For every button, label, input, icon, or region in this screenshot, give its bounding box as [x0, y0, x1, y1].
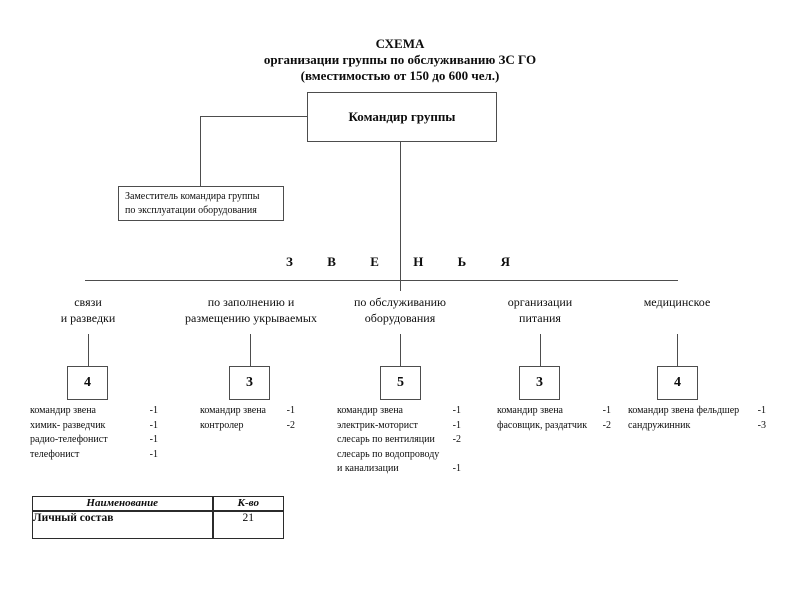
branch-label-medicinskoe: медицинское [643, 295, 711, 309]
personnel-row: химик- разведчик -1 [30, 419, 158, 434]
personnel-row: электрик-моторист -1 [337, 419, 461, 434]
personnel-role: и канализации [337, 463, 399, 474]
personnel-role: слесарь по вентиляции [337, 434, 435, 445]
personnel-qty: -1 [149, 434, 158, 445]
title-line-1: СХЕМА [375, 36, 425, 51]
branch-label-obsluzhivanie: по обслуживанию оборудования [353, 295, 447, 325]
personnel-role: фасовщик, раздатчик [497, 419, 588, 431]
personnel-role: радио-телефонист [30, 434, 108, 445]
personnel-qty: -2 [286, 419, 295, 431]
personnel-list-zapolnenie: командир звена -1 контролер -2 [200, 404, 295, 433]
branch-connector-line [540, 334, 541, 366]
personnel-role: слесарь по водопроводу [337, 448, 440, 460]
deputy-box: Заместитель командира группы по эксплуат… [118, 186, 284, 221]
personnel-row: контролер -2 [200, 419, 295, 434]
unit-count-value: 3 [246, 375, 253, 390]
table-cell-qty: 21 [211, 510, 284, 539]
unit-count-box-medicinskoe: 4 [657, 366, 698, 400]
personnel-list-pitanie: командир звена -1 фасовщик, раздатчик -2 [497, 404, 611, 433]
deputy-label-line-2: по эксплуатации оборудования [125, 204, 257, 216]
personnel-role: телефонист [30, 448, 80, 460]
personnel-qty: -1 [452, 463, 461, 474]
table-cell-name: Личный состав [32, 510, 213, 539]
table-header-row: Наименование К-во [32, 496, 284, 512]
zvenya-letter: Ь [457, 254, 467, 269]
unit-count-box-svyazi: 4 [67, 366, 108, 400]
unit-count-box-zapolnenie: 3 [229, 366, 270, 400]
unit-count-value: 4 [674, 375, 681, 390]
connector-commander-deputy-v [200, 117, 201, 186]
personnel-row: командир звена -1 [337, 404, 461, 419]
personnel-qty: -1 [757, 405, 766, 416]
branch-label-zapolnenie: по заполнению и размещению укрываемых [185, 295, 317, 325]
zvenya-letter: В [327, 254, 336, 269]
branches-divider-line [85, 280, 678, 281]
personnel-row: слесарь по водопроводу [337, 448, 461, 463]
personnel-row: командир звена -1 [200, 404, 295, 419]
personnel-list-obsluzhivanie: командир звена -1 электрик-моторист -1 с… [337, 404, 461, 477]
personnel-summary-table: Наименование К-во Личный состав 21 [32, 496, 284, 539]
personnel-role: командир звена [497, 405, 563, 416]
personnel-qty: -3 [757, 419, 766, 431]
unit-count-box-obsluzhivanie: 5 [380, 366, 421, 400]
table-header-qty: К-во [211, 496, 284, 512]
page-title: СХЕМА организации группы по обслуживанию… [0, 36, 800, 84]
personnel-role: контролер [200, 419, 244, 431]
trunk-connector-line [400, 142, 401, 291]
personnel-qty: -1 [149, 419, 158, 431]
zvenya-letter: Я [500, 254, 510, 269]
personnel-role: электрик-моторист [337, 419, 418, 431]
table-header-name: Наименование [32, 496, 213, 512]
branch-connector-line [400, 334, 401, 366]
personnel-row: сандружинник -3 [628, 419, 766, 434]
personnel-list-medicinskoe: командир звена фельдшер -1 сандружинник … [628, 404, 766, 433]
personnel-row: слесарь по вентиляции -2 [337, 433, 461, 448]
title-line-3: (вместимостью от 150 до 600 чел.) [300, 68, 500, 83]
branch-connector-line [250, 334, 251, 366]
connector-commander-deputy-h [200, 116, 308, 117]
zvenya-letter: Н [413, 254, 424, 269]
unit-count-value: 5 [397, 375, 404, 390]
branch-connector-line [677, 334, 678, 366]
personnel-row: радио-телефонист -1 [30, 433, 158, 448]
personnel-row: командир звена -1 [30, 404, 158, 419]
personnel-role: химик- разведчик [30, 419, 106, 431]
unit-count-box-pitanie: 3 [519, 366, 560, 400]
branch-label-pitanie: организации питания [507, 295, 573, 325]
personnel-row: командир звена -1 [497, 404, 611, 419]
personnel-qty: -1 [149, 405, 158, 416]
personnel-row: и канализации -1 [337, 462, 461, 477]
personnel-role: командир звена фельдшер [628, 405, 740, 416]
personnel-qty: -2 [602, 419, 611, 431]
personnel-row: телефонист -1 [30, 448, 158, 463]
unit-count-value: 4 [84, 375, 91, 390]
personnel-role: сандружинник [628, 419, 691, 431]
personnel-qty: -1 [149, 448, 158, 460]
personnel-qty: -1 [602, 405, 611, 416]
personnel-qty: -1 [452, 419, 461, 431]
personnel-qty: -1 [452, 405, 461, 416]
personnel-role: командир звена [337, 405, 403, 416]
personnel-qty: -2 [452, 434, 461, 445]
branch-label-svyazi: связи и разведки [60, 295, 116, 325]
personnel-list-svyazi: командир звена -1 химик- разведчик -1 ра… [30, 404, 158, 462]
table-row: Личный состав 21 [32, 510, 284, 539]
personnel-row: командир звена фельдшер -1 [628, 404, 766, 419]
title-line-2: организации группы по обслуживанию ЗС ГО [263, 52, 537, 67]
zvenya-letter: З [286, 254, 293, 269]
branch-connector-line [88, 334, 89, 366]
commander-box: Командир группы [307, 92, 497, 142]
zvenya-heading: З В Е Н Ь Я [286, 254, 510, 270]
personnel-qty: -1 [286, 405, 295, 416]
unit-count-value: 3 [536, 375, 543, 390]
zvenya-letter: Е [370, 254, 379, 269]
commander-label: Командир группы [348, 109, 456, 124]
personnel-role: командир звена [200, 405, 266, 416]
deputy-label-line-1: Заместитель командира группы [125, 191, 260, 202]
personnel-row: фасовщик, раздатчик -2 [497, 419, 611, 434]
personnel-role: командир звена [30, 405, 96, 416]
